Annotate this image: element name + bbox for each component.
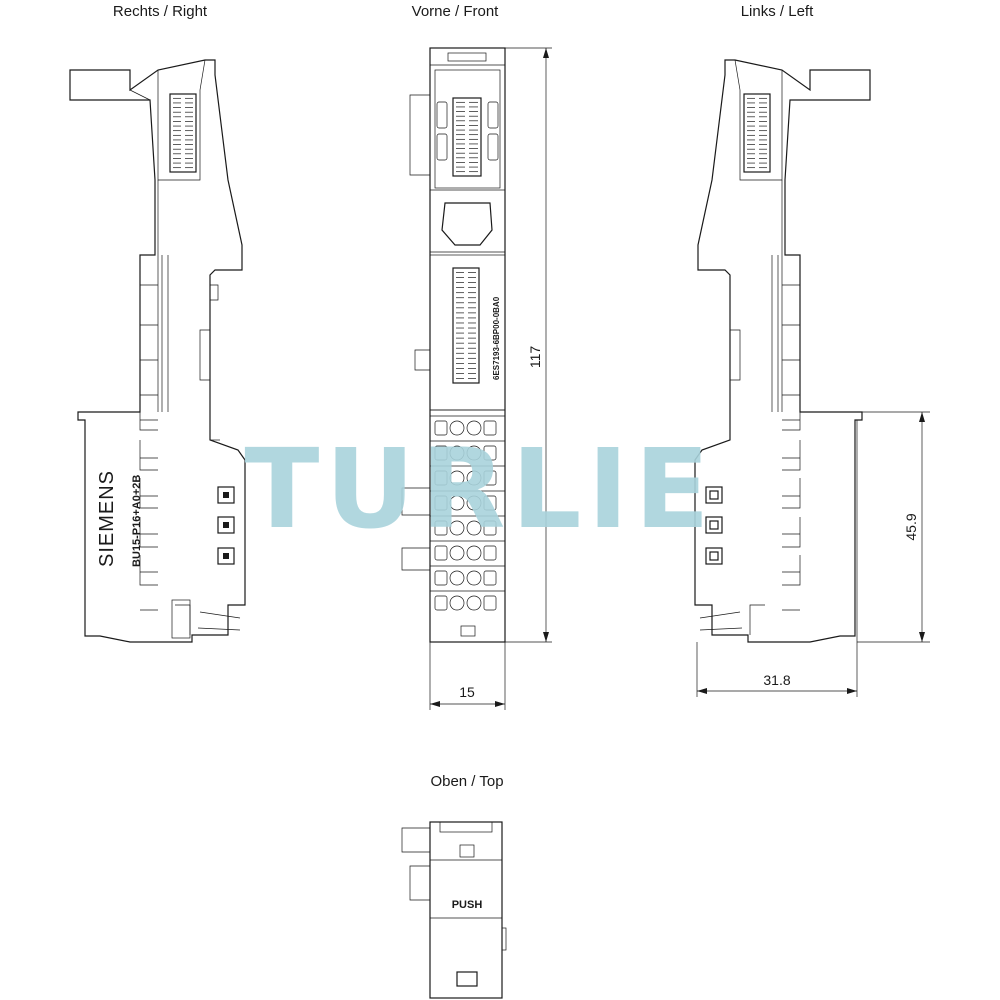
front-top-connector xyxy=(452,97,482,177)
dimension-terminal-height: 45.9 xyxy=(857,411,930,643)
title-top-view: Oben / Top xyxy=(430,773,503,790)
push-in-terminals xyxy=(430,415,505,637)
backplane-connector xyxy=(169,93,197,173)
dim-45-9: 45.9 xyxy=(903,513,919,540)
brand-label-right: SIEMENS xyxy=(96,470,118,567)
coding-element xyxy=(441,202,493,246)
title-right-view: Rechts / Right xyxy=(113,3,208,20)
right-terminal-windows xyxy=(217,486,235,565)
order-number-label: 6ES7193-6BP00-0BA0 xyxy=(492,296,501,380)
type-label-right: BU15-P16+A0+2B xyxy=(131,475,143,567)
right-view: SIEMENS BU15-P16+A0+2B xyxy=(69,59,246,643)
front-top-housing xyxy=(434,69,501,189)
dimension-height: 117 xyxy=(505,47,552,643)
front-view: 6ES7193-6BP00-0BA0 xyxy=(401,47,506,643)
dim-117: 117 xyxy=(527,346,543,369)
push-label: PUSH xyxy=(452,899,483,911)
dim-15: 15 xyxy=(459,684,475,700)
top-view: PUSH xyxy=(401,821,507,999)
title-front-view: Vorne / Front xyxy=(412,3,500,20)
watermark-text: TURLIE xyxy=(244,425,715,553)
dim-31-8: 31.8 xyxy=(763,672,790,688)
dimension-front-width: 15 xyxy=(429,642,506,710)
front-mid-connector xyxy=(452,267,480,384)
title-left-view: Links / Left xyxy=(741,3,814,20)
left-view xyxy=(694,59,871,643)
dimension-depth: 31.8 xyxy=(696,420,858,697)
